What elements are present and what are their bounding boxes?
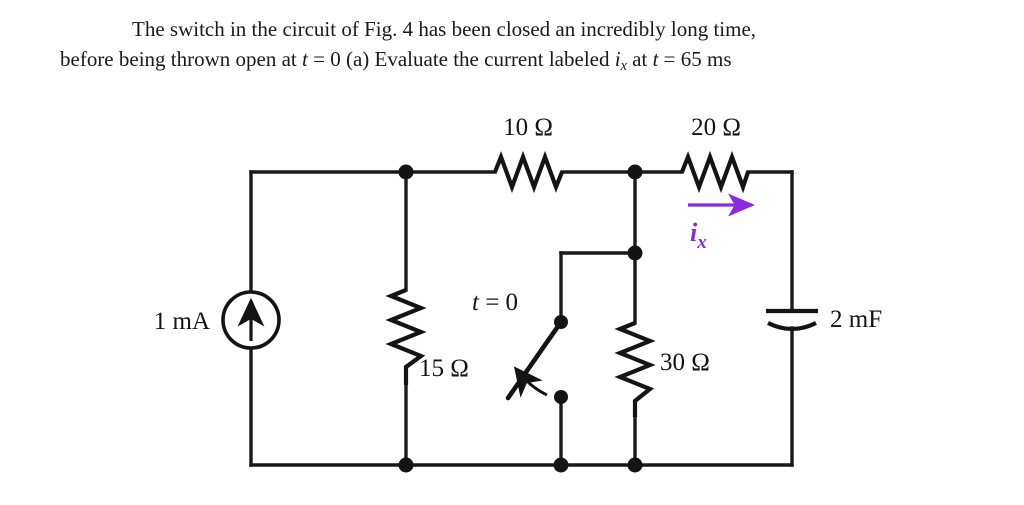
var-i: i (614, 47, 621, 71)
current-ix-label: ix (690, 218, 707, 253)
current-source: 1 mA (154, 290, 281, 350)
circuit-diagram: 10 Ω 20 Ω 15 Ω 30 Ω 1 mA (0, 95, 1024, 505)
node-bottom-r15 (398, 457, 414, 473)
current-ix-subscript: x (696, 232, 707, 253)
resistor-10-ohm-label: 10 Ω (503, 114, 553, 141)
node-switch-bridge (627, 245, 643, 261)
var-t-1: t (302, 47, 308, 71)
switch-t-equals-0[interactable]: t = 0 (472, 289, 568, 404)
resistor-10-ohm: 10 Ω (493, 114, 564, 194)
switch-label-t-rest: = 0 (479, 289, 518, 316)
circuit-wires (249, 170, 794, 467)
resistor-30-ohm-label: 30 Ω (660, 349, 710, 376)
resistor-15-ohm: 15 Ω (385, 288, 469, 385)
problem-line-1: The switch in the circuit of Fig. 4 has … (132, 17, 757, 41)
switch-terminal-top (554, 315, 568, 329)
switch-label-t-var: t (472, 289, 480, 316)
capacitor-2-mf: 2 mF (766, 306, 882, 333)
node-top-r15 (398, 164, 414, 180)
resistor-30-ohm: 30 Ω (614, 321, 710, 417)
capacitor-plate-curved (767, 321, 817, 332)
resistor-20-ohm: 20 Ω (680, 114, 750, 194)
resistor-20-ohm-zigzag (680, 150, 750, 194)
var-i-subscript-x: x (620, 57, 627, 74)
current-ix-symbol: i (690, 218, 698, 247)
node-bottom-r30 (627, 457, 643, 473)
problem-line-2-part-b: = 0 (a) Evaluate the current labeled (307, 47, 615, 71)
problem-line-2-part-d: = 65 ms (658, 47, 732, 71)
resistor-20-ohm-label: 20 Ω (691, 114, 741, 141)
capacitor-label: 2 mF (830, 306, 882, 333)
current-source-label: 1 mA (154, 308, 210, 335)
switch-terminal-bottom (554, 390, 568, 404)
current-ix: ix (688, 193, 755, 253)
problem-line-2-part-a: before being thrown open at (60, 47, 303, 71)
switch-motion-arrow (513, 366, 548, 398)
circuit-nodes (398, 164, 643, 473)
node-bottom-switch (553, 457, 569, 473)
node-top-mid (627, 164, 643, 180)
var-t-2: t (652, 47, 659, 71)
resistor-10-ohm-zigzag (493, 150, 564, 194)
resistor-15-ohm-zigzag (385, 288, 427, 385)
problem-line-2-part-c: at (626, 47, 653, 71)
resistor-30-ohm-zigzag (614, 321, 656, 417)
problem-statement: The switch in the circuit of Fig. 4 has … (0, 14, 1024, 81)
switch-label-t: t = 0 (472, 289, 518, 316)
resistor-15-ohm-label: 15 Ω (419, 355, 469, 382)
